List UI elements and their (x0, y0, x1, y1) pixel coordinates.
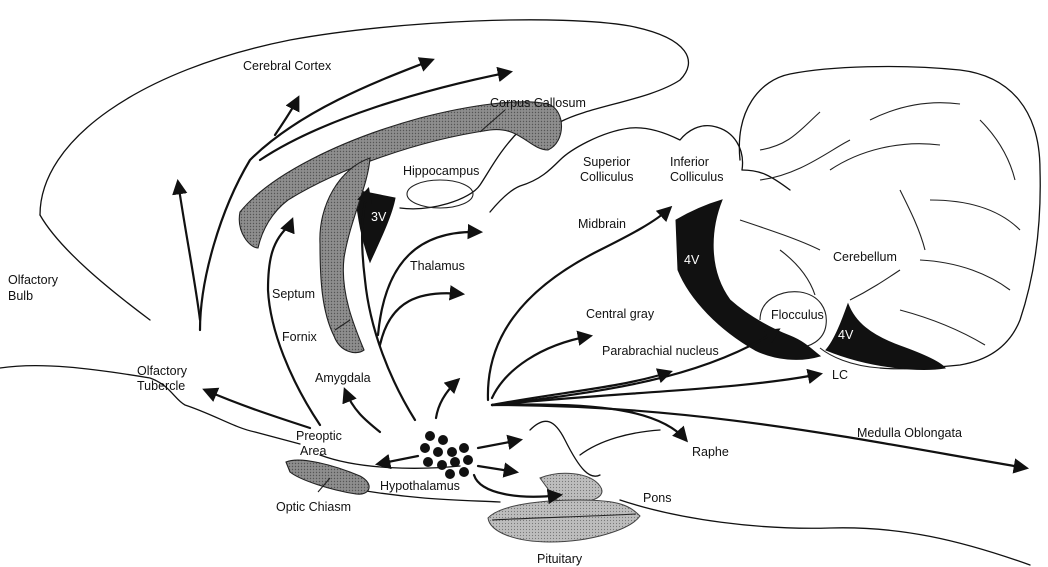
label-hippocampus: Hippocampus (403, 164, 479, 178)
label-thalamus: Thalamus (410, 259, 465, 273)
hypothalamus-dots (420, 431, 473, 479)
pituitary-shape (488, 473, 640, 542)
label-corpus-callosum: Corpus Callosum (490, 96, 586, 110)
label-cerebral-cortex: Cerebral Cortex (243, 59, 332, 73)
label-fourth-ventricle-upper: 4V (684, 253, 700, 267)
label-optic-chiasm: Optic Chiasm (276, 500, 351, 514)
label-hypothalamus: Hypothalamus (380, 479, 460, 493)
label-fourth-ventricle-lower: 4V (838, 328, 854, 342)
label-central-gray: Central gray (586, 307, 655, 321)
label-olfactory-tubercle-1: Olfactory (137, 364, 188, 378)
labels: Cerebral Cortex Corpus Callosum Hippocam… (8, 59, 962, 566)
label-inferior-colliculus-2: Colliculus (670, 170, 724, 184)
label-medulla-oblongata: Medulla Oblongata (857, 426, 962, 440)
label-superior-colliculus-1: Superior (583, 155, 630, 169)
label-third-ventricle: 3V (371, 210, 387, 224)
label-midbrain: Midbrain (578, 217, 626, 231)
third-ventricle-shape (355, 190, 395, 262)
label-lc: LC (832, 368, 848, 382)
label-superior-colliculus-2: Colliculus (580, 170, 634, 184)
optic-chiasm-shape (286, 460, 369, 494)
label-inferior-colliculus-1: Inferior (670, 155, 709, 169)
label-pons: Pons (643, 491, 672, 505)
label-amygdala: Amygdala (315, 371, 371, 385)
label-parabrachial-nucleus: Parabrachial nucleus (602, 344, 719, 358)
label-flocculus: Flocculus (771, 308, 824, 322)
fourth-ventricle-upper-shape (676, 200, 820, 359)
hippocampus-shape (407, 180, 473, 208)
label-olfactory-tubercle-2: Tubercle (137, 379, 185, 393)
label-preoptic-area-2: Area (300, 444, 326, 458)
label-fornix: Fornix (282, 330, 317, 344)
label-pituitary: Pituitary (537, 552, 583, 566)
label-cerebellum: Cerebellum (833, 250, 897, 264)
label-preoptic-area-1: Preoptic (296, 429, 342, 443)
label-raphe: Raphe (692, 445, 729, 459)
label-olfactory-bulb-1: Olfactory (8, 273, 59, 287)
label-septum: Septum (272, 287, 315, 301)
label-olfactory-bulb-2: Bulb (8, 289, 33, 303)
ventricles (355, 190, 945, 369)
